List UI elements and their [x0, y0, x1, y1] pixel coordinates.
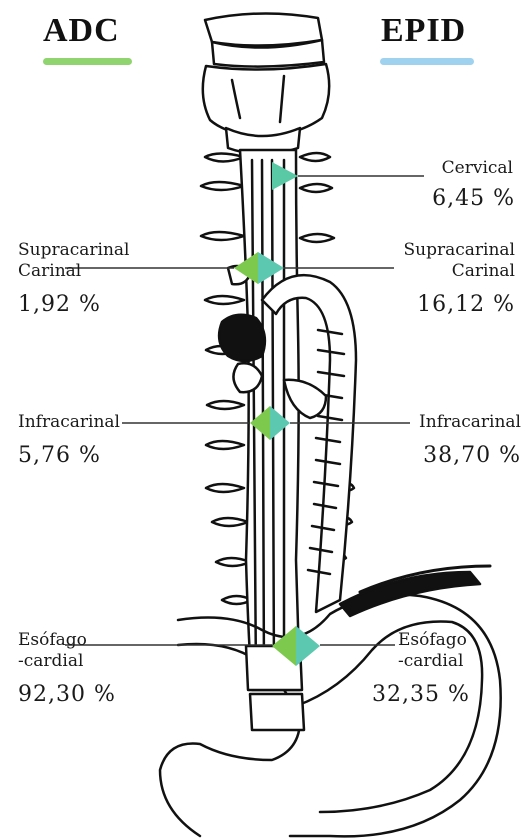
esofago-adc-label-line2: -cardial — [18, 651, 83, 672]
supracarinal-epid-label-line2: Carinal — [452, 261, 515, 282]
supracarinal-adc-label-line1: Supracarinal — [18, 240, 129, 261]
cervical-label: Cervical — [442, 158, 513, 179]
esofago-epid-label-line1: Esófago — [398, 630, 467, 651]
supracarinal-adc-marker — [234, 252, 258, 284]
epid-legend-swatch — [380, 58, 474, 65]
supracarinal-adc-label-line2: Carinal — [18, 261, 81, 282]
supracarinal-epid-label-line1: Supracarinal — [404, 240, 515, 261]
esofago-epid-marker — [296, 626, 320, 666]
supracarinal-adc-value: 1,92 % — [18, 293, 101, 317]
infracarinal-epid-label: Infracarinal — [419, 412, 521, 433]
supracarinal-epid-marker — [258, 252, 284, 284]
epid-legend-title: EPID — [381, 12, 466, 50]
infracarinal-epid-marker — [270, 406, 290, 440]
adc-legend-title: ADC — [43, 12, 120, 50]
esofago-adc-label-line1: Esófago — [18, 630, 87, 651]
cervical-epid-marker — [272, 162, 298, 190]
supracarinal-epid-value: 16,12 % — [417, 293, 515, 317]
infracarinal-adc-label: Infracarinal — [18, 412, 120, 433]
esofago-adc-value: 92,30 % — [18, 683, 116, 707]
infracarinal-adc-marker — [250, 406, 270, 440]
esofago-epid-value: 32,35 % — [372, 683, 470, 707]
infracarinal-adc-value: 5,76 % — [18, 444, 101, 468]
esofago-epid-label-line2: -cardial — [398, 651, 463, 672]
infracarinal-epid-value: 38,70 % — [423, 444, 521, 468]
adc-legend-swatch — [43, 58, 132, 65]
cervical-epid-value: 6,45 % — [432, 187, 515, 211]
esofago-adc-marker — [272, 626, 296, 666]
